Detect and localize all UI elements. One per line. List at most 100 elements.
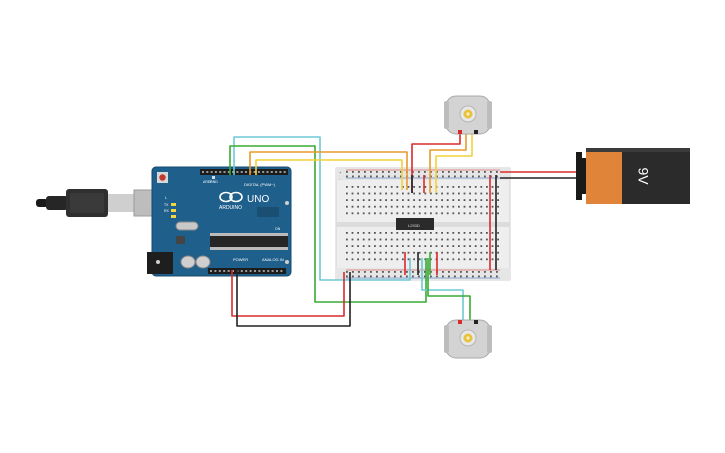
breadboard-hole[interactable] <box>435 245 438 247</box>
breadboard-hole[interactable] <box>413 238 415 241</box>
breadboard-hole[interactable] <box>396 205 399 208</box>
breadboard-hole[interactable] <box>370 171 372 173</box>
breadboard-hole[interactable] <box>480 199 483 201</box>
breadboard-hole[interactable] <box>435 232 438 234</box>
breadboard-hole[interactable] <box>486 232 488 234</box>
breadboard-hole[interactable] <box>364 171 366 173</box>
breadboard-hole[interactable] <box>442 271 444 273</box>
breadboard-hole[interactable] <box>441 205 443 208</box>
breadboard-hole[interactable] <box>376 275 378 278</box>
breadboard-hole[interactable] <box>491 212 494 215</box>
breadboard-hole[interactable] <box>446 186 449 188</box>
breadboard-hole[interactable] <box>497 192 499 195</box>
breadboard-hole[interactable] <box>484 271 486 273</box>
breadboard-hole[interactable] <box>430 275 432 278</box>
breadboard-hole[interactable] <box>402 186 404 188</box>
breadboard-hole[interactable] <box>463 251 466 254</box>
breadboard-hole[interactable] <box>486 186 488 188</box>
breadboard-hole[interactable] <box>491 205 494 208</box>
breadboard-hole[interactable] <box>376 171 378 173</box>
breadboard-hole[interactable] <box>491 258 494 261</box>
breadboard-hole[interactable] <box>346 205 348 208</box>
breadboard-hole[interactable] <box>469 258 471 261</box>
breadboard-hole[interactable] <box>435 199 438 201</box>
breadboard-hole[interactable] <box>480 251 483 254</box>
breadboard-hole[interactable] <box>413 192 415 195</box>
breadboard-hole[interactable] <box>469 199 471 201</box>
breadboard-hole[interactable] <box>362 186 365 188</box>
breadboard-hole[interactable] <box>446 212 449 215</box>
breadboard-hole[interactable] <box>357 199 359 201</box>
breadboard-hole[interactable] <box>357 186 359 188</box>
breadboard-hole[interactable] <box>385 205 387 208</box>
breadboard-hole[interactable] <box>385 212 387 215</box>
header-pin[interactable] <box>266 171 269 173</box>
breadboard-hole[interactable] <box>390 258 393 261</box>
breadboard-hole[interactable] <box>370 271 372 273</box>
breadboard-hole[interactable] <box>400 275 402 278</box>
breadboard-hole[interactable] <box>448 271 450 273</box>
breadboard-hole[interactable] <box>436 275 438 278</box>
breadboard-hole[interactable] <box>478 275 480 278</box>
breadboard-hole[interactable] <box>413 205 415 208</box>
breadboard-hole[interactable] <box>370 275 372 278</box>
breadboard-hole[interactable] <box>346 232 348 234</box>
breadboard-hole[interactable] <box>491 232 494 234</box>
breadboard-hole[interactable] <box>374 212 376 215</box>
breadboard-hole[interactable] <box>379 192 382 195</box>
header-pin[interactable] <box>202 171 204 173</box>
breadboard-hole[interactable] <box>379 232 382 234</box>
breadboard-hole[interactable] <box>446 245 449 247</box>
breadboard-hole[interactable] <box>491 238 494 241</box>
breadboard-hole[interactable] <box>407 251 410 254</box>
breadboard-hole[interactable] <box>351 258 354 261</box>
breadboard-hole[interactable] <box>446 192 449 195</box>
breadboard-hole[interactable] <box>376 271 378 273</box>
header-pin[interactable] <box>240 270 243 272</box>
breadboard-hole[interactable] <box>490 271 492 273</box>
breadboard-hole[interactable] <box>463 232 466 234</box>
breadboard-hole[interactable] <box>390 245 393 247</box>
power-jack[interactable] <box>147 252 173 274</box>
breadboard-hole[interactable] <box>441 212 443 215</box>
breadboard-hole[interactable] <box>484 171 486 173</box>
breadboard-hole[interactable] <box>458 199 460 201</box>
breadboard-hole[interactable] <box>400 175 402 178</box>
breadboard-hole[interactable] <box>480 186 483 188</box>
breadboard-hole[interactable] <box>390 199 393 201</box>
breadboard-hole[interactable] <box>474 238 477 241</box>
breadboard-hole[interactable] <box>418 245 421 247</box>
breadboard-hole[interactable] <box>474 258 477 261</box>
header-pin[interactable] <box>219 171 222 173</box>
header-pin[interactable] <box>227 270 230 272</box>
breadboard-hole[interactable] <box>362 192 365 195</box>
breadboard-hole[interactable] <box>402 238 404 241</box>
breadboard-hole[interactable] <box>368 205 371 208</box>
breadboard-hole[interactable] <box>413 251 415 254</box>
breadboard-hole[interactable] <box>396 232 399 234</box>
breadboard-hole[interactable] <box>424 232 427 234</box>
breadboard-hole[interactable] <box>362 212 365 215</box>
breadboard-hole[interactable] <box>396 212 399 215</box>
breadboard-hole[interactable] <box>424 186 427 188</box>
breadboard-hole[interactable] <box>352 171 354 173</box>
breadboard-hole[interactable] <box>446 251 449 254</box>
breadboard-hole[interactable] <box>390 212 393 215</box>
breadboard-hole[interactable] <box>351 192 354 195</box>
breadboard-hole[interactable] <box>469 205 471 208</box>
breadboard-hole[interactable] <box>436 171 438 173</box>
usb-cable[interactable] <box>36 189 167 217</box>
breadboard-hole[interactable] <box>379 212 382 215</box>
header-pin[interactable] <box>267 270 270 272</box>
breadboard-hole[interactable] <box>368 192 371 195</box>
breadboard-hole[interactable] <box>491 199 494 201</box>
breadboard-hole[interactable] <box>442 175 444 178</box>
breadboard-hole[interactable] <box>452 186 455 188</box>
breadboard-hole[interactable] <box>430 205 432 208</box>
breadboard-hole[interactable] <box>454 275 456 278</box>
breadboard-hole[interactable] <box>490 171 492 173</box>
breadboard-hole[interactable] <box>441 199 443 201</box>
breadboard-hole[interactable] <box>368 186 371 188</box>
header-pin[interactable] <box>249 270 252 272</box>
motor-bottom[interactable] <box>444 319 492 359</box>
